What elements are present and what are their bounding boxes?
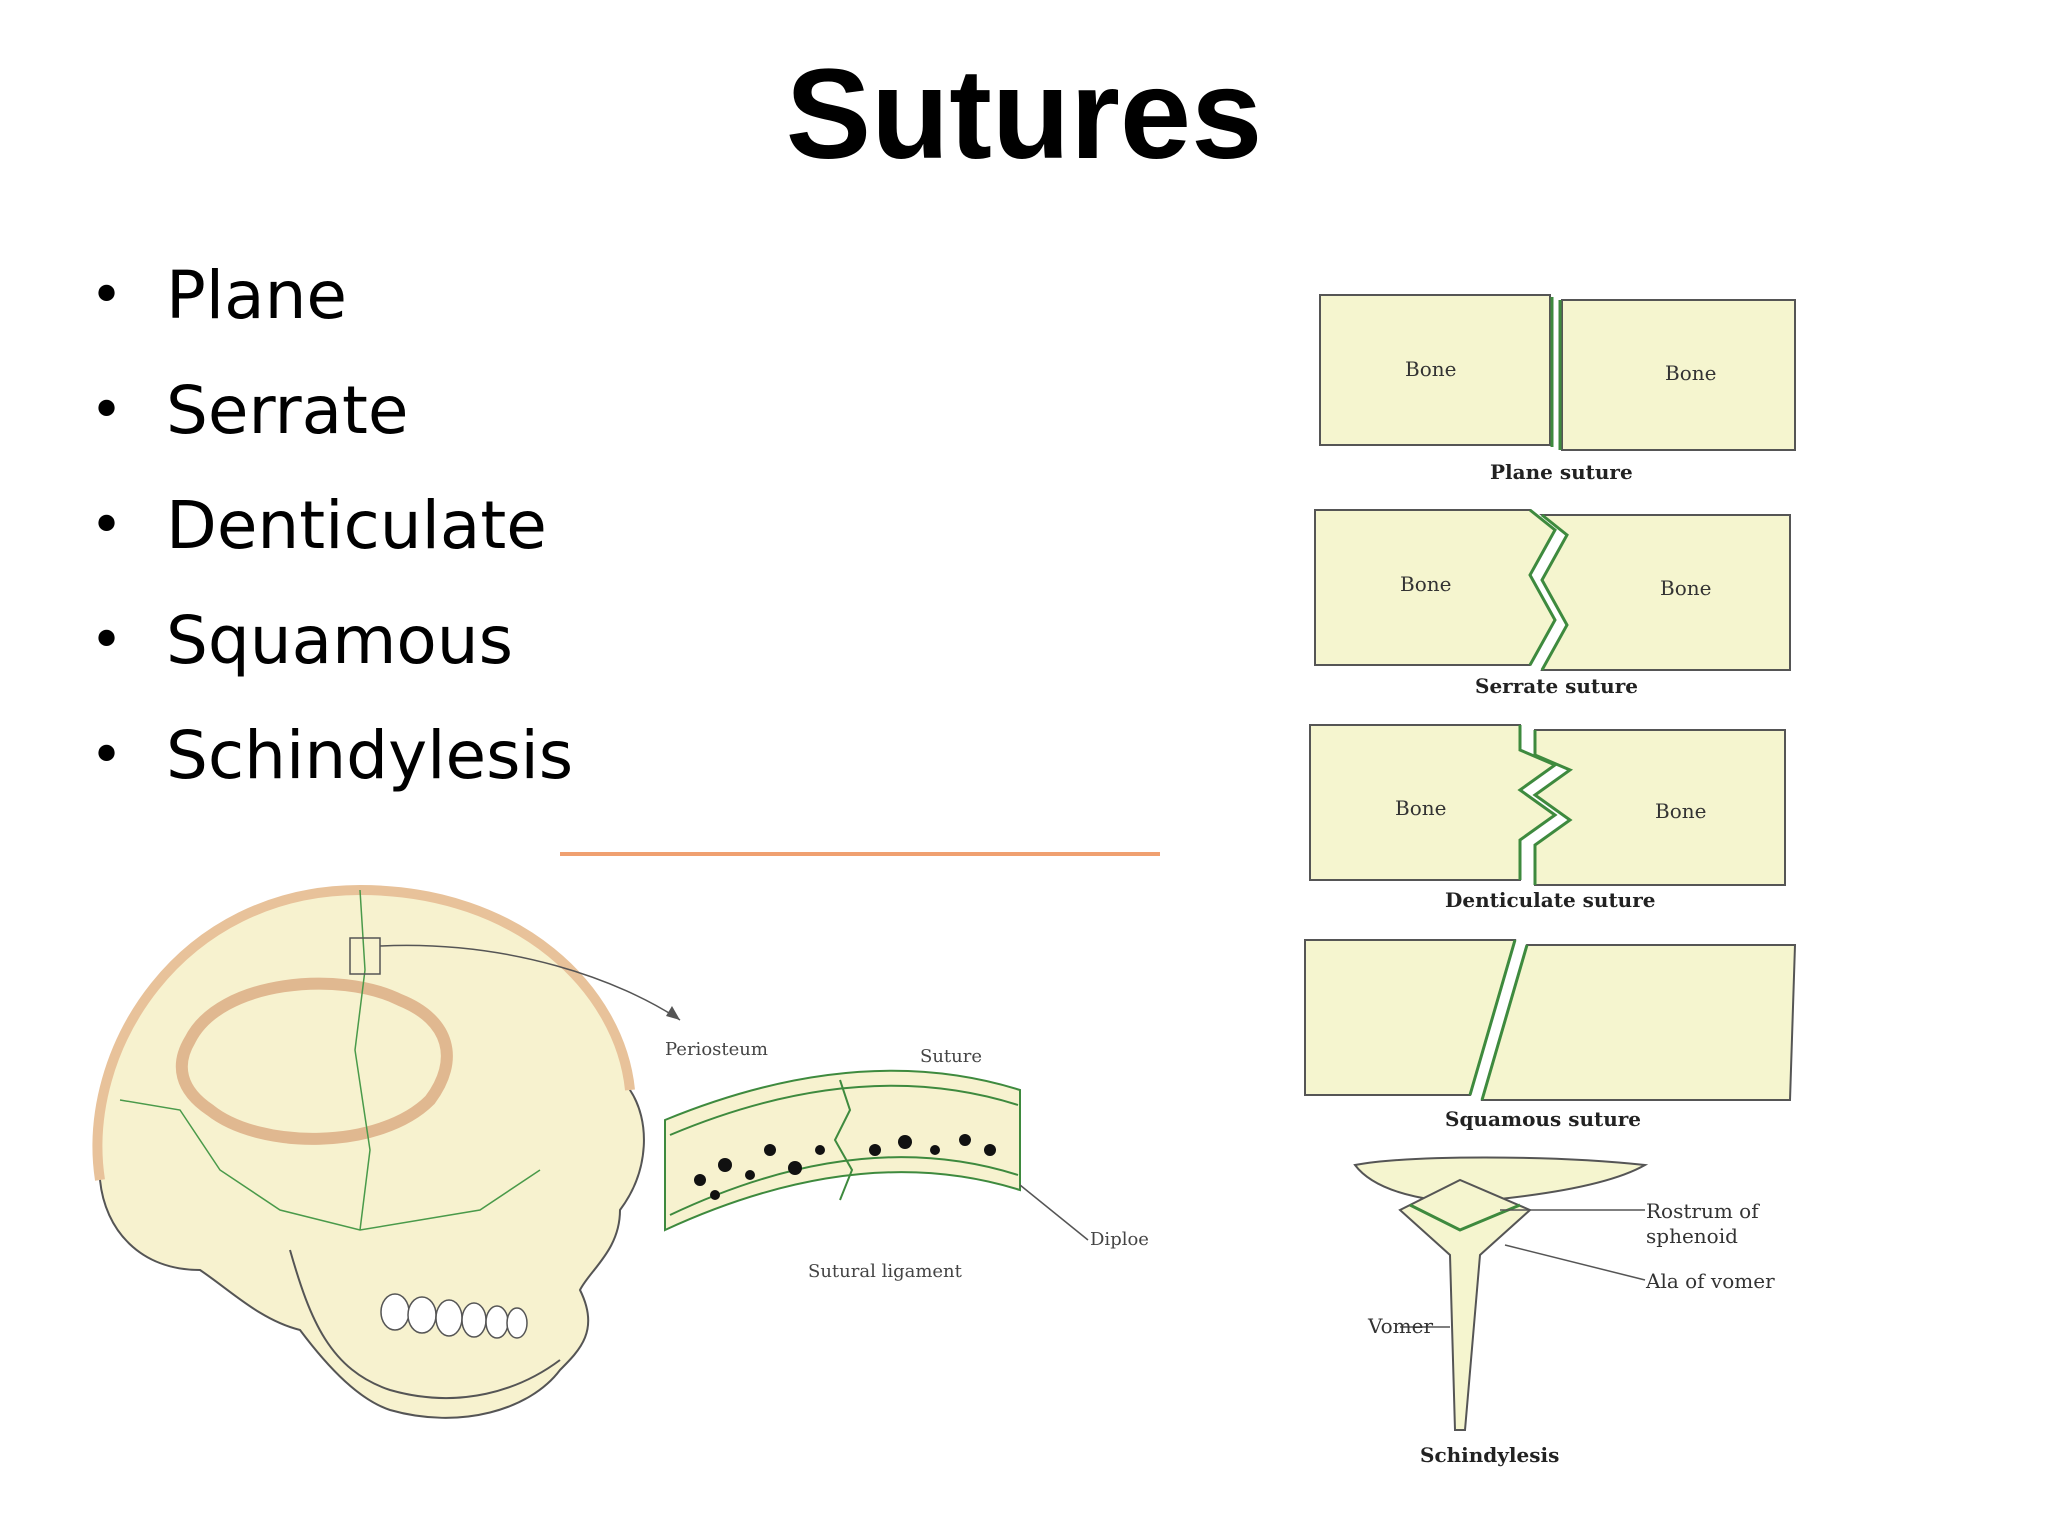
bone-label: Bone [1660, 576, 1711, 600]
denticulate-suture-diagram [1309, 724, 1786, 886]
sutural-ligament-label: Sutural ligament [808, 1261, 963, 1282]
schindylesis-caption: Schindylesis [1420, 1443, 1559, 1467]
diploe-leader [1019, 1184, 1089, 1241]
squamous-suture-caption: Squamous suture [1445, 1107, 1641, 1131]
zoom-box [349, 937, 381, 975]
bullet-item: • Denticulate [90, 468, 573, 583]
bullet-list: • Plane • Serrate • Denticulate • Squamous •… [90, 238, 573, 813]
bone-label: Bone [1395, 796, 1446, 820]
schindylesis-diagram [1353, 1156, 1649, 1431]
bullet-text: Schindylesis [166, 716, 574, 794]
bullet-text: Serrate [166, 371, 409, 449]
zoom-arrow [379, 944, 681, 1021]
bullet-dot: • [90, 377, 124, 443]
bone-label: Bone [1665, 361, 1716, 385]
suture-label: Suture [920, 1046, 982, 1067]
bullet-dot: • [90, 262, 124, 328]
bone-label: Bone [1400, 572, 1451, 596]
suture-lines [119, 889, 541, 1231]
bullet-item: • Serrate [90, 353, 573, 468]
slide-title: Sutures [785, 43, 1263, 186]
serrate-suture-diagram [1314, 508, 1791, 671]
bullet-text: Squamous [166, 601, 513, 679]
plane-suture-diagram [1319, 294, 1796, 451]
bone-label: Bone [1405, 357, 1456, 381]
bullet-item: • Squamous [90, 583, 573, 698]
skull-outline [96, 888, 645, 1419]
rostrum-label-line2: sphenoid [1646, 1224, 1738, 1248]
bullet-item: • Plane [90, 238, 573, 353]
ala-leader [1504, 1244, 1646, 1281]
diploe-label: Diploe [1090, 1229, 1149, 1250]
bullet-text: Denticulate [166, 486, 547, 564]
rostrum-label-line1: Rostrum of [1646, 1199, 1760, 1223]
bullet-dot: • [90, 722, 124, 788]
bullet-text: Plane [166, 256, 348, 334]
orbit-outline [175, 977, 453, 1145]
denticulate-suture-caption: Denticulate suture [1445, 888, 1656, 912]
image-edge [560, 852, 1160, 856]
periosteum-label: Periosteum [665, 1039, 768, 1060]
bone-label: Bone [1655, 799, 1706, 823]
serrate-suture-caption: Serrate suture [1475, 674, 1638, 698]
skull-illustration: Periosteum Suture Diploe Sutural ligamen… [92, 852, 1160, 1419]
bullet-item: • Schindylesis [90, 698, 573, 813]
bullet-dot: • [90, 492, 124, 558]
skull-rim [92, 884, 635, 1181]
ala-of-vomer-label: Ala of vomer [1645, 1269, 1775, 1293]
jaw-outline [289, 1249, 561, 1400]
bullet-dot: • [90, 607, 124, 673]
plane-suture-caption: Plane suture [1490, 460, 1633, 484]
suture-types-diagram: Bone Bone Plane suture Bone Bone Serrate… [1304, 294, 1797, 1467]
vomer-label: Vomer [1367, 1314, 1433, 1338]
teeth [380, 1293, 528, 1339]
squamous-suture-diagram [1304, 939, 1797, 1101]
arrow-head [666, 1006, 680, 1020]
bone-cross-section [664, 1069, 1021, 1232]
